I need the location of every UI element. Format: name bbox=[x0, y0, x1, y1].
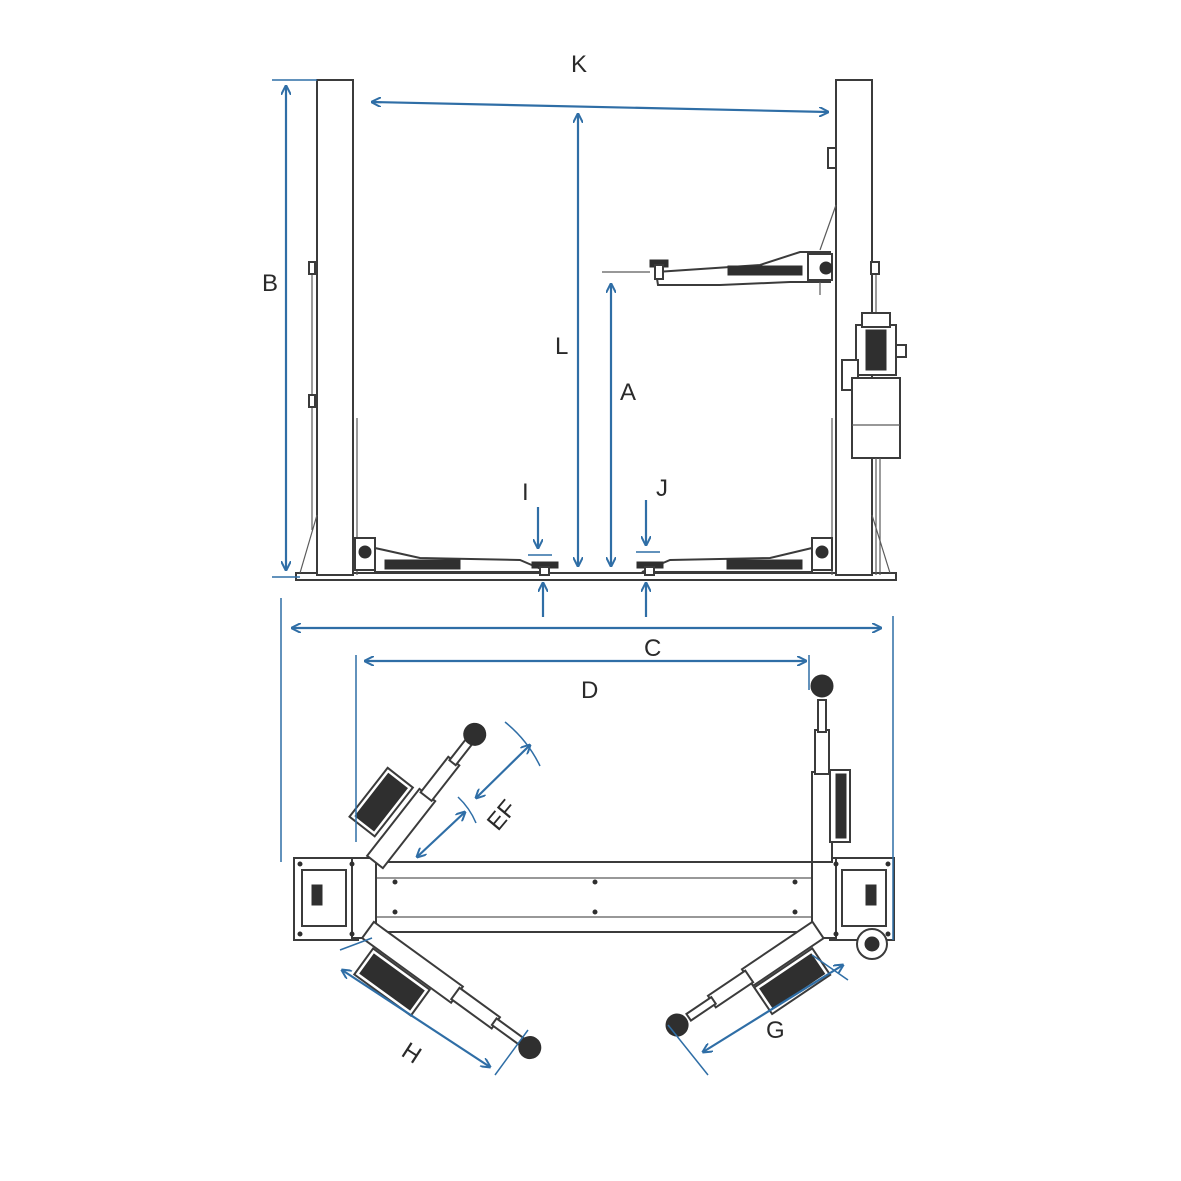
label-a: A bbox=[620, 379, 636, 406]
plan-arm-left-lower bbox=[352, 920, 542, 1060]
front-elevation-view bbox=[295, 79, 907, 581]
lift-pad-left-lower bbox=[518, 1036, 542, 1060]
label-ef: EF bbox=[482, 795, 522, 836]
dimension-lines bbox=[272, 79, 894, 1076]
label-c: C bbox=[644, 635, 661, 662]
crossbeam bbox=[374, 861, 813, 933]
lift-pad-left-upper bbox=[463, 722, 487, 746]
power-unit bbox=[841, 312, 907, 575]
base-plate bbox=[295, 572, 897, 581]
top-plan-view bbox=[293, 674, 895, 1060]
hydraulic-reservoir bbox=[851, 377, 901, 459]
plan-arm-left-upper bbox=[348, 722, 487, 870]
label-b: B bbox=[262, 270, 278, 297]
label-d: D bbox=[581, 677, 598, 704]
label-g: G bbox=[766, 1017, 785, 1044]
label-h: H bbox=[397, 1037, 426, 1069]
dimension-g-arrow bbox=[703, 965, 843, 1052]
label-j: J bbox=[656, 475, 668, 502]
dimension-f-arrow bbox=[417, 812, 465, 857]
lowered-arm-right bbox=[636, 537, 833, 576]
dimension-h-arrow bbox=[342, 970, 490, 1067]
label-l: L bbox=[555, 333, 568, 360]
label-i: I bbox=[522, 479, 529, 506]
plan-arm-right-straight bbox=[810, 674, 851, 863]
dimension-k-arrow bbox=[372, 102, 828, 112]
dimension-e-arrow bbox=[476, 745, 530, 798]
plan-arm-right-lower bbox=[665, 920, 832, 1037]
label-k: K bbox=[571, 51, 587, 78]
lifted-arm-right bbox=[602, 251, 833, 295]
left-column bbox=[316, 79, 354, 576]
lift-pad-right-top bbox=[810, 674, 834, 698]
lowered-arm-left bbox=[354, 537, 559, 576]
